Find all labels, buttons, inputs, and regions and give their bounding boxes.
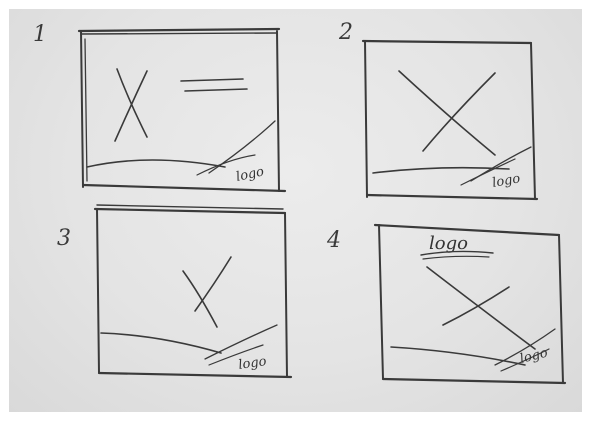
sketch-number: 2 xyxy=(338,20,353,45)
sketch-number: 4 xyxy=(326,228,341,253)
logo-text: logo xyxy=(491,171,521,191)
logo-text: logo xyxy=(235,164,266,185)
header-logo: logo xyxy=(421,233,493,259)
logo-text: logo xyxy=(237,354,267,373)
image-placeholder-cross xyxy=(399,71,495,155)
text-lines xyxy=(181,79,247,91)
image-placeholder-cross xyxy=(115,69,147,141)
sketch-1: 1 xyxy=(33,22,285,191)
image-placeholder-cross xyxy=(183,257,231,327)
image-placeholder-cross xyxy=(427,267,535,349)
sketch-frame xyxy=(95,205,291,377)
sketch-3: 3 logo xyxy=(57,205,291,377)
logo-text: logo xyxy=(518,345,549,366)
wireframe-sketches: 1 xyxy=(9,9,582,412)
sketch-4: 4 logo xyxy=(326,225,565,383)
paper-sheet: 1 xyxy=(9,9,582,412)
sketch-number: 1 xyxy=(33,22,47,47)
sketch-2: 2 logo xyxy=(338,20,537,199)
sketch-number: 3 xyxy=(57,226,71,251)
